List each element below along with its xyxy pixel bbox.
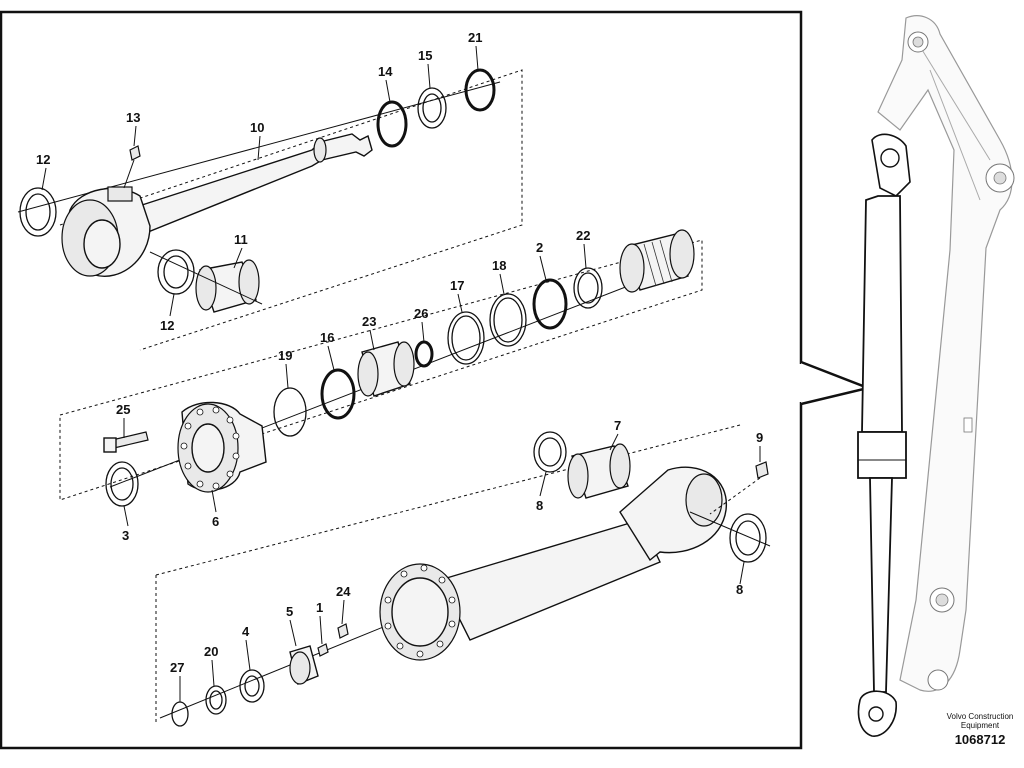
callout-21: 21 [468,30,482,45]
callout-labels: 12 13 10 14 15 21 11 12 25 3 6 19 16 23 … [36,30,763,675]
callout-8b: 8 [736,582,743,597]
drawing-number: 1068712 [954,732,1006,747]
callout-20: 20 [204,644,218,659]
callout-4: 4 [242,624,250,639]
callout-13: 13 [126,110,140,125]
frame-pointer [800,360,873,406]
callout-19: 19 [278,348,292,363]
row-3-cylinder-tube [155,424,771,727]
callout-6: 6 [212,514,219,529]
callout-26: 26 [414,306,428,321]
callout-7: 7 [614,418,621,433]
callout-22: 22 [576,228,590,243]
callout-8a: 8 [536,498,543,513]
boom-overview-illustration [857,15,1015,737]
callout-3: 3 [122,528,129,543]
callout-24: 24 [336,584,351,599]
callout-12b: 12 [160,318,174,333]
callout-2: 2 [536,240,543,255]
callout-9: 9 [756,430,763,445]
callout-10: 10 [250,120,264,135]
callout-27: 27 [170,660,184,675]
row-1-piston-rod [17,68,523,351]
callout-23: 23 [362,314,376,329]
callout-16: 16 [320,330,334,345]
callout-11: 11 [234,232,248,247]
leader-lines [41,45,761,702]
callout-17: 17 [450,278,464,293]
callout-15: 15 [418,48,432,63]
callout-1: 1 [316,600,323,615]
callout-14: 14 [378,64,393,79]
callout-18: 18 [492,258,506,273]
callout-25: 25 [116,402,130,417]
callout-12a: 12 [36,152,50,167]
company-name-line2: Equipment [960,721,1000,730]
callout-5: 5 [286,604,293,619]
publisher-block: Volvo Construction Equipment 1068712 [940,712,1020,747]
company-name-line1: Volvo Construction [946,712,1014,721]
